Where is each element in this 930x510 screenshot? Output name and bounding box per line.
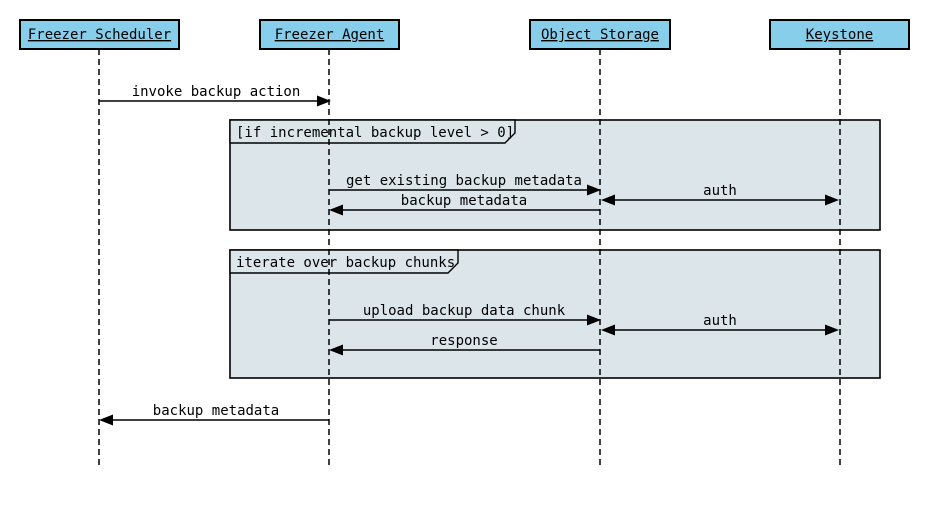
message-auth-1: auth [601,183,839,206]
message-response: response [329,333,600,356]
actor-box [769,19,910,50]
actor-box [259,19,400,50]
fragment-iterate-label-shape [229,249,459,274]
actor-box [19,19,180,50]
arrowhead-left-icon [99,414,113,426]
message-label: auth [703,313,737,329]
arrowhead-right-icon [587,184,601,196]
arrowhead-left-icon [601,324,615,336]
message-auth-2: auth [601,313,839,336]
arrowhead-right-icon [825,324,839,336]
message-get-existing-backup-metadata: get existing backup metadata [329,173,601,196]
fragment-iterate-chunks: iterate over backup chunks [229,249,881,379]
message-label: upload backup data chunk [363,303,566,319]
arrowhead-left-icon [601,194,615,206]
arrowhead-right-icon [587,314,601,326]
actor-object-storage: Object Storage [529,19,671,50]
message-backup-metadata-final: backup metadata [99,403,329,426]
message-backup-metadata-return: backup metadata [329,193,600,216]
arrowhead-right-icon [317,95,331,107]
message-label: auth [703,183,737,199]
message-label: get existing backup metadata [346,173,582,189]
fragment-iterate-label: iterate over backup chunks [236,255,455,271]
message-label: response [430,333,497,349]
actor-name: Keystone [806,27,873,43]
message-invoke-backup-action: invoke backup action [99,84,331,107]
message-label: backup metadata [401,193,527,209]
arrowhead-right-icon [825,194,839,206]
arrowhead-left-icon [329,344,343,356]
actor-freezer-scheduler: Freezer Scheduler [19,19,180,50]
actor-freezer-agent: Freezer Agent [259,19,400,50]
fragment-if-label: [if incremental backup level > 0] [236,125,514,141]
message-label: invoke backup action [132,84,301,100]
actor-name: Object Storage [541,27,659,43]
arrowhead-left-icon [329,204,343,216]
actor-keystone: Keystone [769,19,910,50]
message-label: backup metadata [153,403,279,419]
message-upload-backup-data-chunk: upload backup data chunk [329,303,601,326]
actor-box [529,19,671,50]
fragment-if-label-shape [229,119,516,144]
actor-name: Freezer Agent [275,27,385,43]
actor-name: Freezer Scheduler [28,27,171,43]
